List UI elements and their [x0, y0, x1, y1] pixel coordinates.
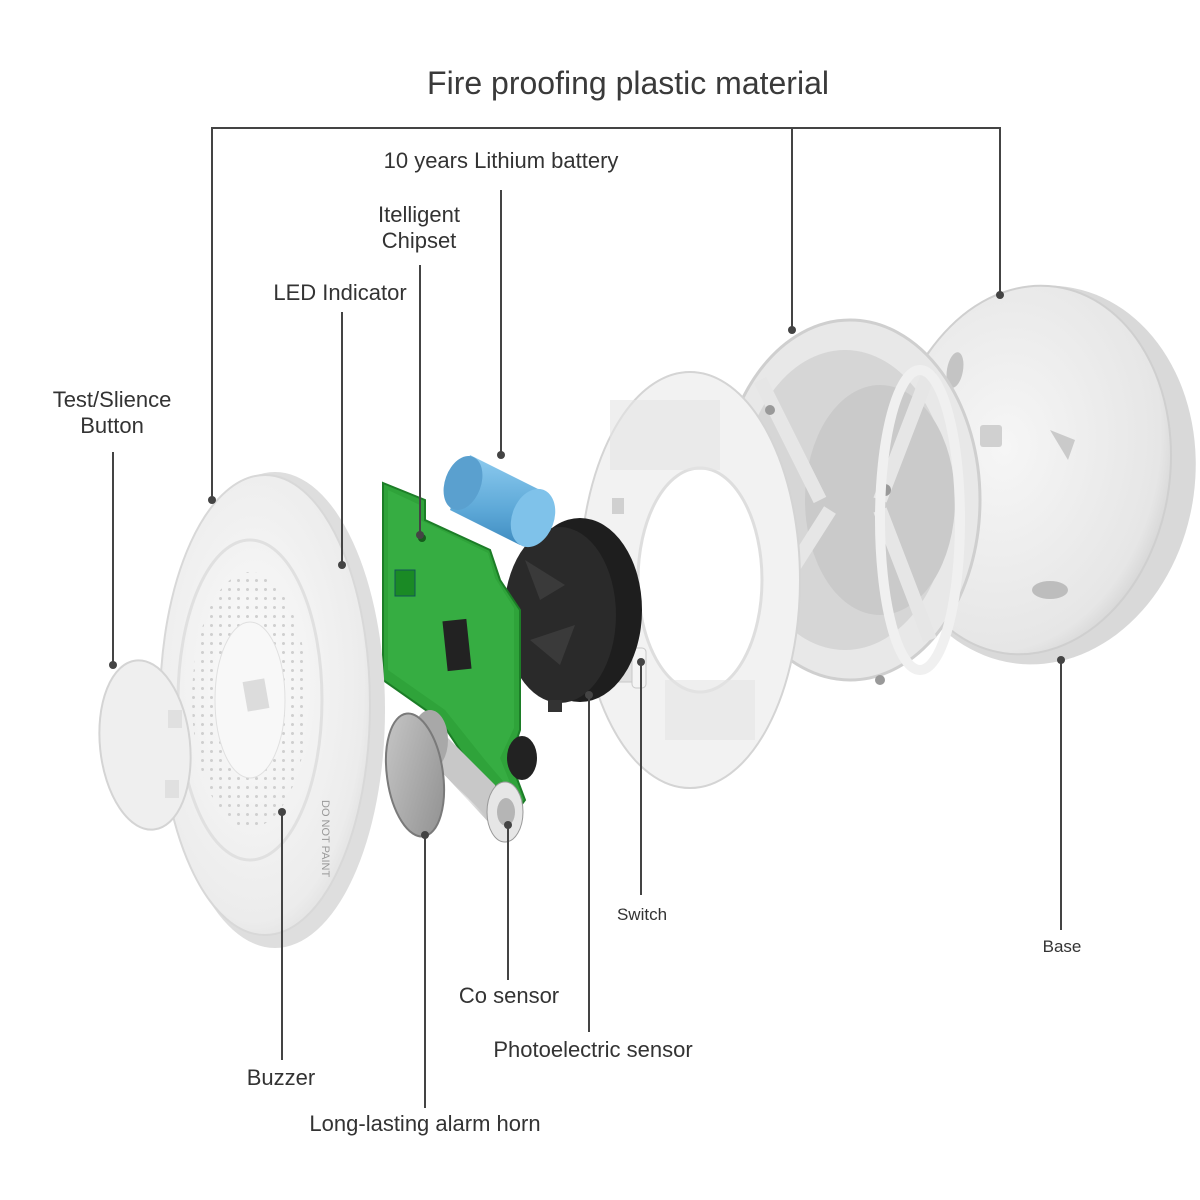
led-label: LED Indicator	[273, 280, 407, 305]
diagram-title: Fire proofing plastic material	[427, 65, 829, 101]
leader-dots	[109, 291, 1065, 839]
test-button-label-line1: Test/Slience	[52, 387, 172, 412]
chipset-label-line1: Itelligent	[378, 202, 460, 227]
battery-label: 10 years Lithium battery	[383, 148, 619, 173]
base-label: Base	[1042, 937, 1082, 956]
leader-fire-proofing	[211, 127, 1001, 500]
photoelectric-sensor-label: Photoelectric sensor	[493, 1037, 693, 1062]
co-sensor-label: Co sensor	[458, 983, 560, 1008]
chipset-label-line2: Chipset	[381, 228, 457, 253]
leader-lines	[112, 127, 1062, 1108]
horn-label: Long-lasting alarm horn	[309, 1111, 541, 1136]
lithium-battery-part	[443, 455, 556, 548]
pcb-board-part	[382, 481, 537, 822]
switch-label: Switch	[616, 905, 668, 924]
photoelectric-sensor-part	[504, 518, 642, 712]
test-button-label-line2: Button	[80, 413, 144, 438]
buzzer-label: Buzzer	[246, 1065, 316, 1090]
test-button-part	[98, 659, 192, 831]
do-not-paint-text: DO NOT PAINT	[319, 800, 331, 877]
front-cover-part: DO NOT PAINT	[159, 472, 385, 948]
